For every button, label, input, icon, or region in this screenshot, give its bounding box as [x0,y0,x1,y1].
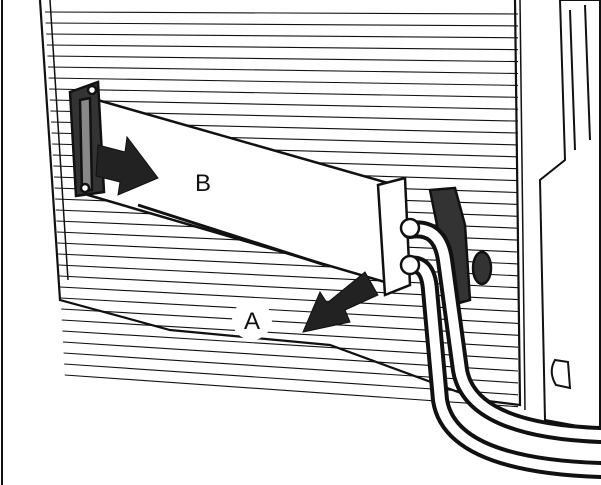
cooler-lines [399,217,601,479]
radiator-fin-line [59,286,519,313]
radiator-fin-line [60,297,519,324]
radiator-fin-line [47,66,519,75]
radiator-fin-line [48,77,519,86]
radiator-fin-line [49,99,519,110]
label-b-background [183,162,223,202]
radiator-fin-line [46,33,519,39]
arrow-b-icon [95,135,159,196]
label-b: B [195,170,211,197]
radiator-fin-line [46,44,519,51]
label-a-background [232,300,272,340]
radiator-fin-line [49,88,519,98]
radiator-fin-line [44,11,519,15]
mounting-bracket [538,0,601,432]
arrow-a-icon [302,271,379,333]
label-a: A [244,308,260,335]
radiator-fin-line [45,22,519,27]
radiator-fin-line [47,55,519,63]
